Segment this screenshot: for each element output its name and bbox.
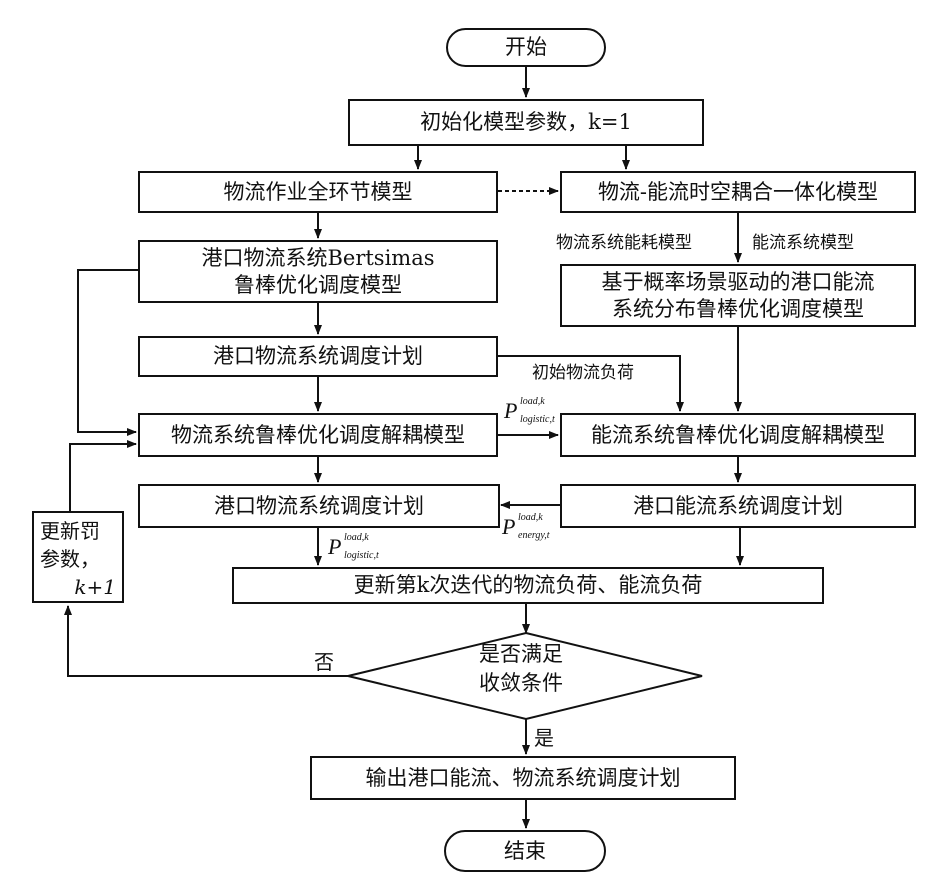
yes-label: 是 xyxy=(534,722,554,751)
logistics-schedule-2-node: 港口物流系统调度计划 xyxy=(138,484,500,528)
coupling-model-label: 物流-能流时空耦合一体化模型 xyxy=(598,179,878,205)
energy-schedule-node: 港口能流系统调度计划 xyxy=(560,484,916,528)
p-symbol: P xyxy=(502,514,515,539)
energy-decoupled-label: 能流系统鲁棒优化调度解耦模型 xyxy=(591,422,885,448)
logistics-schedule-1-label: 港口物流系统调度计划 xyxy=(213,343,423,369)
p-logistic-formula-top: P load,k logistic,t xyxy=(504,398,517,424)
initial-load-label: 初始物流负荷 xyxy=(532,358,634,383)
start-node: 开始 xyxy=(446,28,606,67)
init-node: 初始化模型参数，k=1 xyxy=(348,99,704,146)
bertsimas-line2: 鲁棒优化调度模型 xyxy=(234,272,402,298)
update-penalty-line1: 更新罚 xyxy=(40,517,116,545)
p-sup: load,k xyxy=(344,532,369,543)
end-label: 结束 xyxy=(504,838,546,864)
logistics-full-model-label: 物流作业全环节模型 xyxy=(224,179,413,205)
converge-line1: 是否满足 xyxy=(426,640,616,669)
start-label: 开始 xyxy=(505,34,547,60)
logistics-decoupled-label: 物流系统鲁棒优化调度解耦模型 xyxy=(171,422,465,448)
logistics-schedule-1-node: 港口物流系统调度计划 xyxy=(138,336,498,377)
update-penalty-node: 更新罚 参数， k+1 xyxy=(32,511,124,603)
energy-robust-line2: 系统分布鲁棒优化调度模型 xyxy=(612,296,864,322)
p-sub: logistic,t xyxy=(520,414,555,425)
update-loads-node: 更新第k次迭代的物流负荷、能流负荷 xyxy=(232,567,824,604)
p-sub: energy,t xyxy=(518,530,550,541)
energy-consumption-model-label: 物流系统能耗模型 xyxy=(556,228,692,253)
end-node: 结束 xyxy=(444,830,606,872)
p-sup: load,k xyxy=(518,512,543,523)
init-label: 初始化模型参数，k=1 xyxy=(420,109,632,135)
logistics-full-model-node: 物流作业全环节模型 xyxy=(138,171,498,213)
logistics-decoupled-node: 物流系统鲁棒优化调度解耦模型 xyxy=(138,413,498,457)
output-node: 输出港口能流、物流系统调度计划 xyxy=(310,756,736,800)
p-symbol: P xyxy=(504,398,517,423)
energy-decoupled-node: 能流系统鲁棒优化调度解耦模型 xyxy=(560,413,916,457)
p-symbol: P xyxy=(328,534,341,559)
p-sub: logistic,t xyxy=(344,550,379,561)
converge-line2: 收敛条件 xyxy=(426,669,616,698)
energy-system-model-label: 能流系统模型 xyxy=(752,228,854,253)
p-energy-formula: P load,k energy,t xyxy=(502,514,515,540)
bertsimas-line1: 港口物流系统Bertsimas xyxy=(201,245,434,271)
energy-robust-node: 基于概率场景驱动的港口能流 系统分布鲁棒优化调度模型 xyxy=(560,264,916,327)
no-label: 否 xyxy=(314,646,334,675)
output-label: 输出港口能流、物流系统调度计划 xyxy=(366,765,681,791)
energy-robust-line1: 基于概率场景驱动的港口能流 xyxy=(602,269,875,295)
p-logistic-formula-bottom: P load,k logistic,t xyxy=(328,534,341,560)
bertsimas-robust-node: 港口物流系统Bertsimas 鲁棒优化调度模型 xyxy=(138,240,498,303)
update-penalty-line3: k+1 xyxy=(40,573,116,601)
converge-decision-node: 是否满足 收敛条件 xyxy=(426,640,616,699)
update-loads-label: 更新第k次迭代的物流负荷、能流负荷 xyxy=(354,572,703,598)
update-penalty-line2: 参数， xyxy=(40,545,116,573)
energy-schedule-label: 港口能流系统调度计划 xyxy=(633,493,843,519)
coupling-model-node: 物流-能流时空耦合一体化模型 xyxy=(560,171,916,213)
p-sup: load,k xyxy=(520,396,545,407)
logistics-schedule-2-label: 港口物流系统调度计划 xyxy=(214,493,424,519)
